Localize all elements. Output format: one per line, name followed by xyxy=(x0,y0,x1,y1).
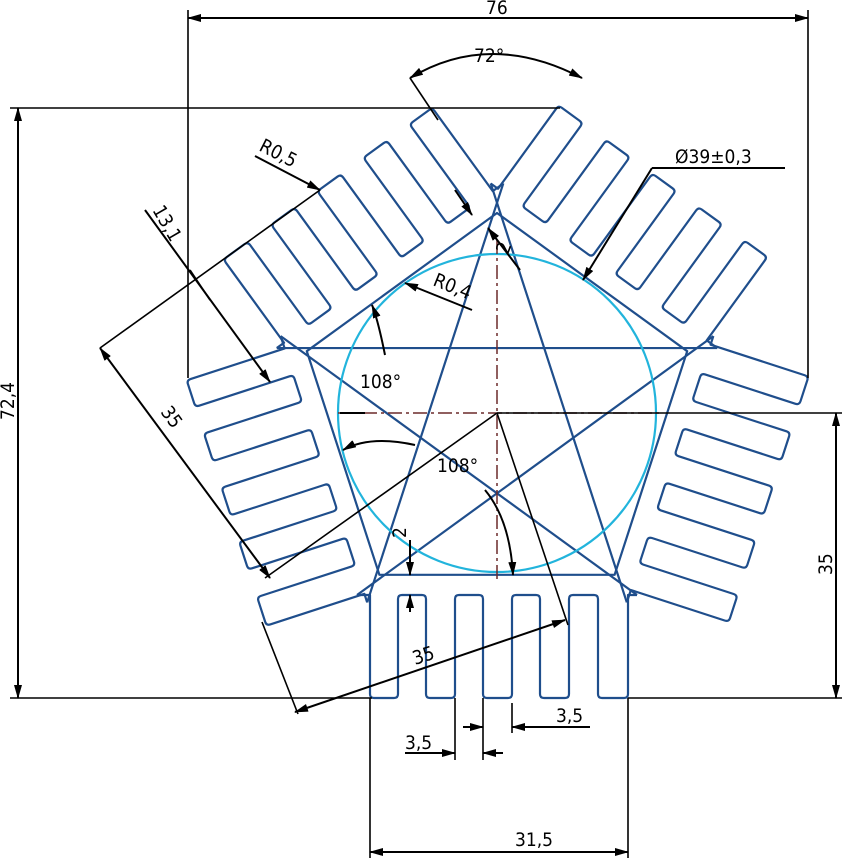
dimension-fin-pitch-2: 3,5 xyxy=(463,703,590,733)
inner-radius-label: R0,4 xyxy=(430,269,474,304)
dimension-fin-length: 13,1 xyxy=(144,202,271,383)
dimension-fin-pitch-1: 3,5 xyxy=(405,698,503,760)
inner-angle-1-label: 108° xyxy=(360,371,401,393)
center-height-label: 35 xyxy=(815,553,837,575)
overall-width-label: 76 xyxy=(486,0,508,19)
dimension-overall-height: 72,4 xyxy=(0,107,560,699)
arm-width-left-label: 35 xyxy=(156,402,187,433)
arm-junction xyxy=(489,183,628,603)
fin-arm xyxy=(625,335,809,623)
dimension-inner-angle-2: 108° xyxy=(340,412,517,576)
fin-arm xyxy=(186,335,369,626)
fin-angle-label: 72° xyxy=(474,45,504,67)
wall-bottom-label: 2 xyxy=(389,527,411,538)
overall-height-label: 72,4 xyxy=(0,382,19,420)
dimension-arm-width-bottom: 35 xyxy=(261,412,569,715)
inner-angle-2-label: 108° xyxy=(437,455,478,477)
dimension-inner-angle-1: 108° xyxy=(342,304,416,451)
fin-length-label: 13,1 xyxy=(148,202,186,246)
dimension-center-height: 35 xyxy=(497,412,842,699)
arm-junction xyxy=(279,335,638,596)
base-width-label: 31,5 xyxy=(515,829,553,851)
dimension-fin-angle: 72° xyxy=(409,45,583,121)
heatsink-profile xyxy=(186,105,809,700)
fin-pitch-2-label: 3,5 xyxy=(556,705,583,727)
fin-arm xyxy=(490,105,767,349)
dimension-wall-bottom: 2 xyxy=(389,527,414,612)
dimension-fin-radius: R0,5 xyxy=(254,135,321,191)
arm-junction xyxy=(356,335,715,596)
fin-pitch-1-label: 3,5 xyxy=(405,732,432,754)
dimension-overall-width: 76 xyxy=(187,0,809,378)
bore-diameter-label: Ø39±0,3 xyxy=(675,146,752,168)
fin-radius-label: R0,5 xyxy=(256,135,301,172)
fin-arm xyxy=(357,593,637,700)
dimension-base-width: 31,5 xyxy=(369,698,629,858)
fin-arm xyxy=(223,108,504,349)
arm-junction xyxy=(366,183,505,603)
dimension-bore-diameter: Ø39±0,3 xyxy=(582,146,785,281)
